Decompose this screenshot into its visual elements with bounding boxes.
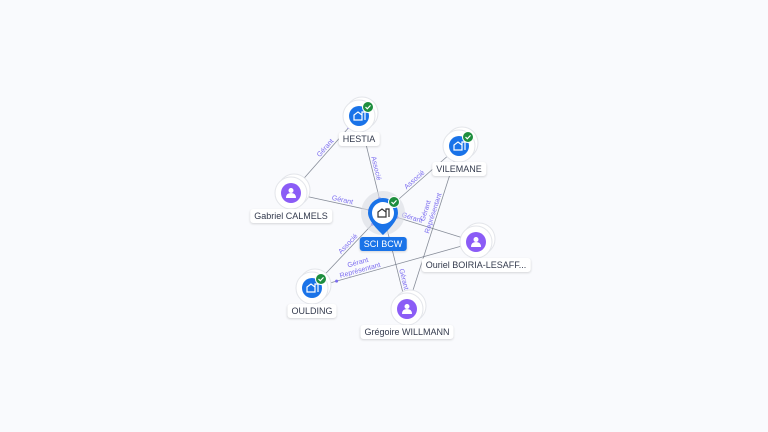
node-sci[interactable] — [361, 191, 405, 235]
edge-label: Gérant — [316, 138, 335, 159]
node-gregoire[interactable] — [390, 289, 427, 326]
person-icon — [286, 188, 296, 198]
verified-check-icon — [315, 273, 327, 285]
building-icon — [353, 111, 366, 121]
node-label[interactable]: HESTIA — [338, 132, 380, 146]
edge-label: Gérant — [397, 268, 409, 291]
node-ouriel[interactable] — [459, 222, 496, 259]
node-hestia[interactable] — [342, 96, 379, 133]
verified-check-icon — [362, 101, 374, 113]
person-icon — [402, 304, 412, 314]
node-label[interactable]: Grégoire WILLMANN — [360, 325, 454, 339]
verified-check-icon — [462, 131, 474, 143]
person-icon — [471, 237, 481, 247]
node-gabriel[interactable] — [274, 173, 311, 210]
node-label[interactable]: VILEMANE — [432, 162, 486, 176]
arrow-icon — [335, 279, 339, 283]
node-label[interactable]: SCI BCW — [359, 237, 407, 251]
edge-label: Associé — [403, 169, 426, 191]
edge-label: Associé — [369, 156, 382, 182]
node-label[interactable]: Gabriel CALMELS — [250, 209, 332, 223]
building-icon — [377, 208, 390, 218]
edge-line — [311, 241, 477, 289]
edge-label: GérantReprésentant — [337, 254, 382, 280]
node-label[interactable]: OULDING — [287, 304, 337, 318]
building-icon — [453, 141, 466, 151]
verified-check-icon — [388, 196, 400, 208]
node-vilemane[interactable] — [442, 126, 479, 163]
building-icon — [306, 283, 319, 293]
edge-label: GérantReprésentant — [416, 190, 443, 235]
node-oulding[interactable] — [295, 268, 332, 305]
edge-label: Associé — [338, 233, 360, 256]
edge-label: Gérant — [331, 195, 353, 206]
node-label[interactable]: Ouriel BOIRIA-LESAFF... — [421, 258, 531, 272]
